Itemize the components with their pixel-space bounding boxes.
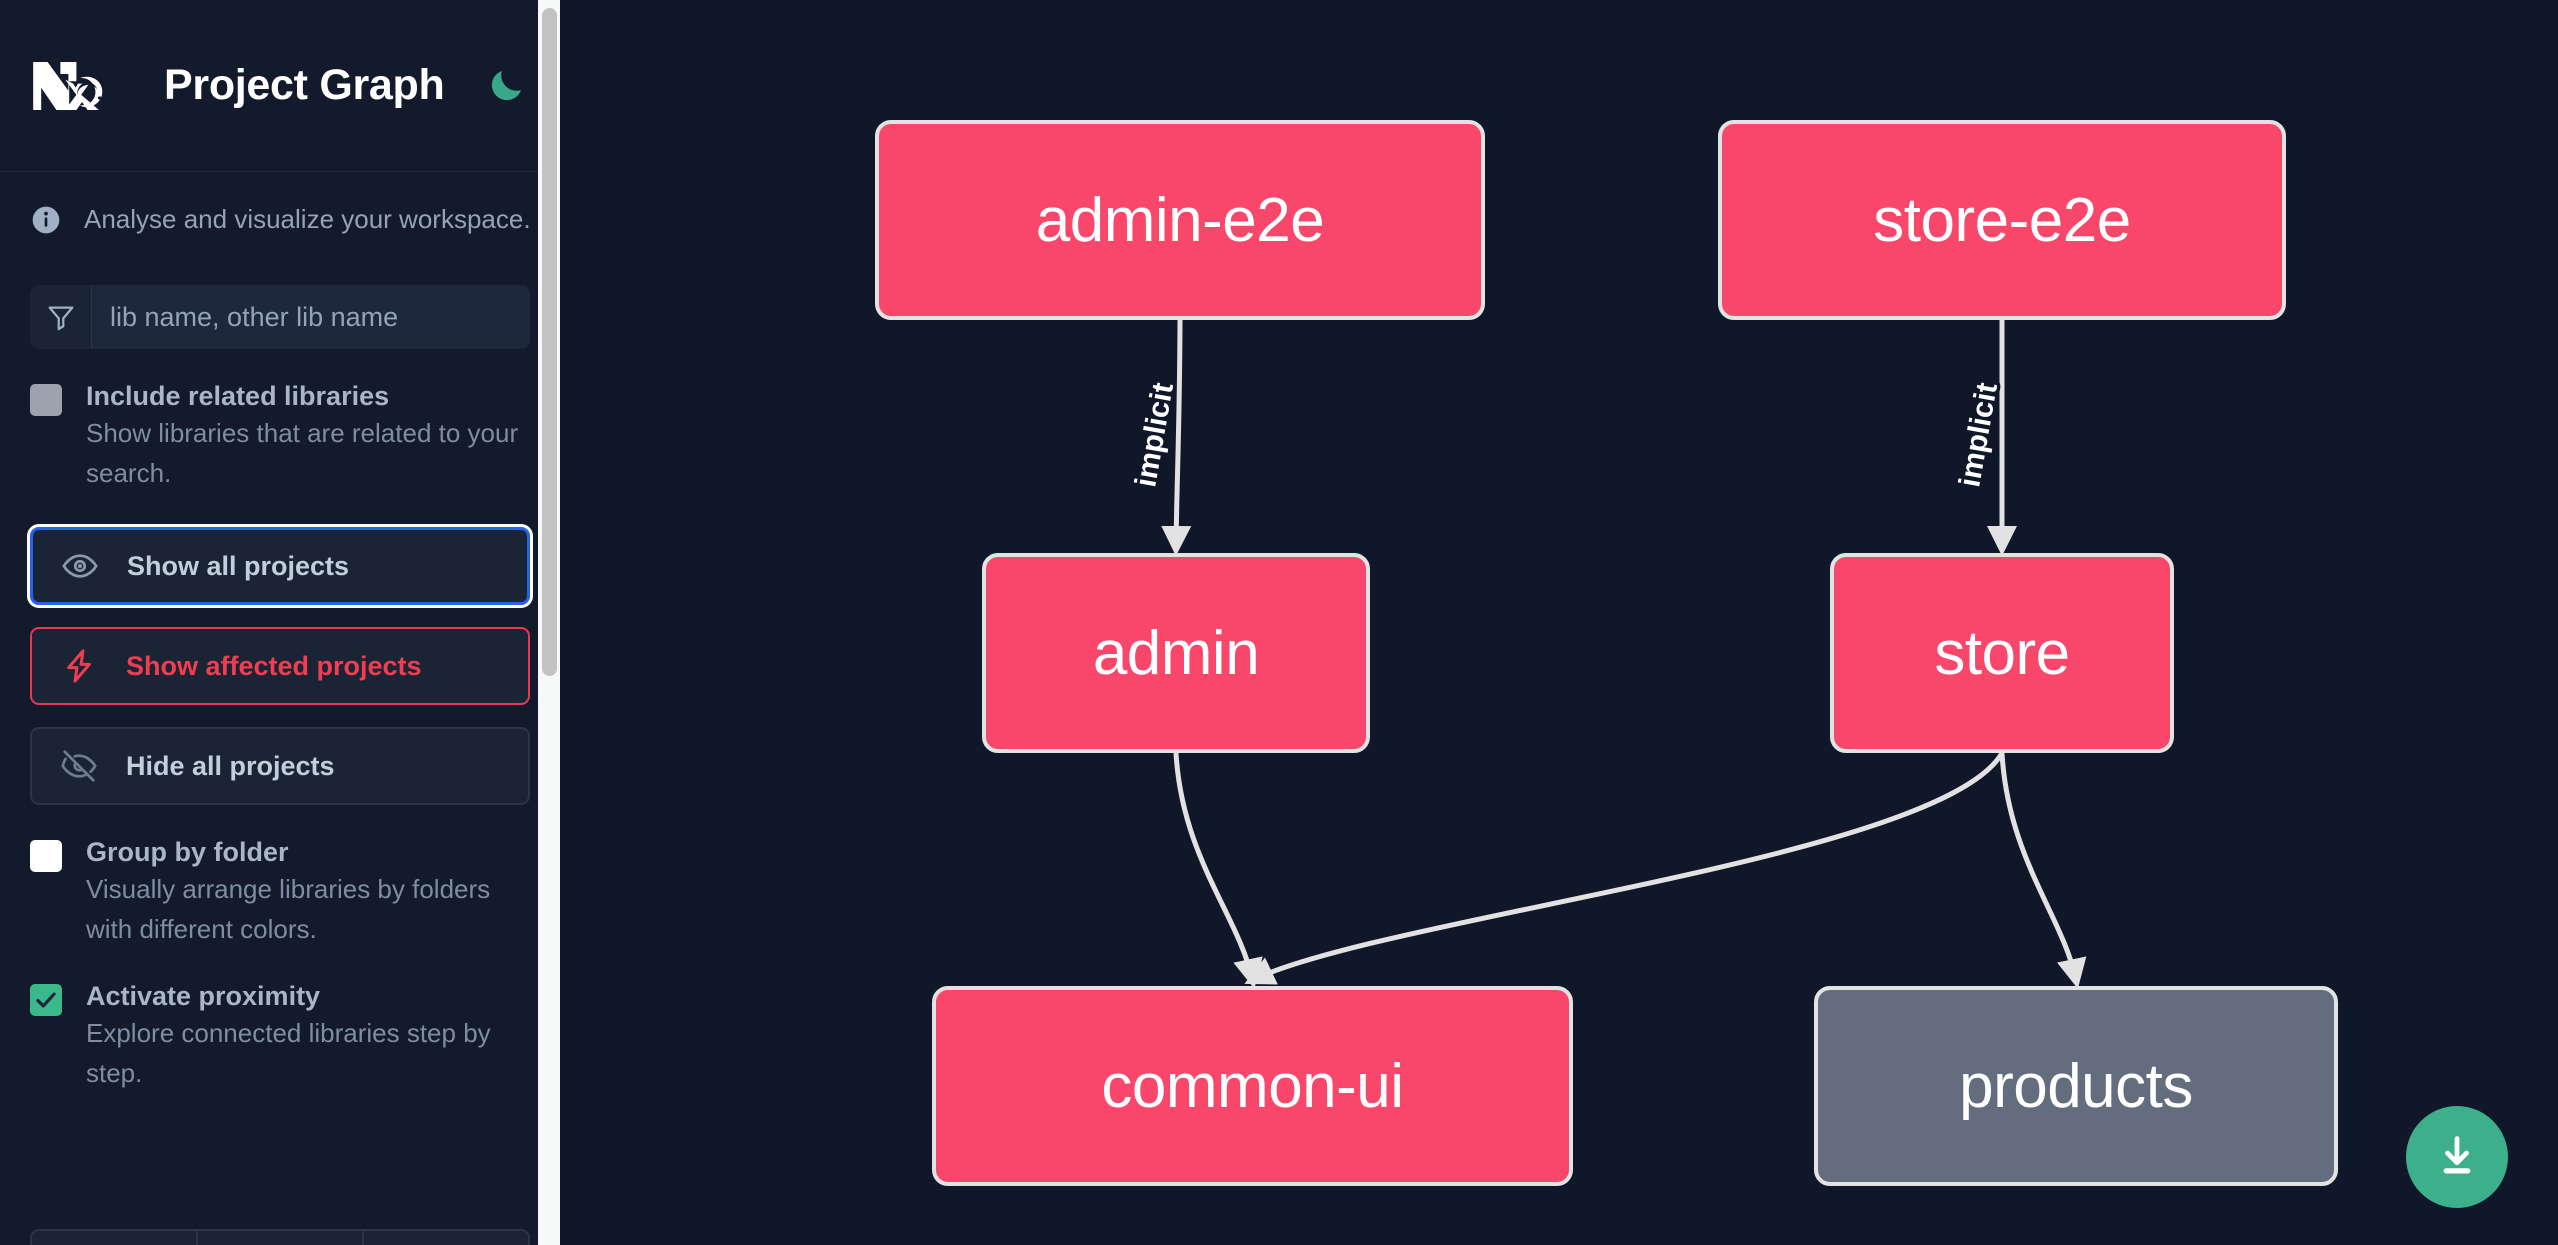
download-icon — [2443, 1136, 2471, 1174]
sidebar-content: Project Graph Analyse and visualize yo — [0, 0, 560, 1245]
graph-edge-admin-to-common-ui — [1173, 752, 1263, 989]
checkbox-activate-proximity[interactable] — [30, 984, 62, 1016]
graph-node-admin-e2e[interactable]: admin-e2e — [875, 120, 1485, 320]
search-input[interactable] — [92, 285, 530, 349]
graph-node-store[interactable]: store — [1830, 553, 2174, 753]
nx-logo-icon — [30, 56, 126, 116]
graph-node-admin[interactable]: admin — [982, 553, 1370, 753]
sidebar-scrollbar-track[interactable] — [538, 0, 560, 1245]
option-label: Group by folder — [86, 837, 289, 867]
edge-label-admin-e2e-to-admin: implicit — [1129, 380, 1180, 489]
download-button[interactable] — [2406, 1106, 2508, 1208]
checkbox-include-related-libraries[interactable] — [30, 384, 62, 416]
segment-2[interactable] — [198, 1231, 364, 1245]
moon-icon[interactable] — [482, 62, 530, 110]
graph-node-label: admin — [1092, 618, 1260, 688]
visibility-button-group: Show all projects Show affected projects — [27, 524, 533, 805]
sidebar-scrollbar-thumb[interactable] — [542, 8, 557, 676]
graph-edge-store-to-products — [1999, 752, 2087, 989]
option-group-by-folder[interactable]: Group by folder Visually arrange librari… — [0, 835, 560, 949]
checkbox-group-by-folder[interactable] — [30, 840, 62, 872]
filter-funnel-icon — [30, 285, 92, 349]
option-activate-proximity[interactable]: Activate proximity Explore connected lib… — [0, 979, 560, 1093]
sidebar: Project Graph Analyse and visualize yo — [0, 0, 560, 1245]
edge-label-store-e2e-to-store: implicit — [1953, 380, 2004, 489]
bottom-segmented-control[interactable] — [30, 1229, 530, 1245]
graph-node-label: common-ui — [1101, 1051, 1404, 1121]
graph-node-label: products — [1959, 1051, 2193, 1121]
graph-edge-admin-e2e-to-admin — [1161, 319, 1192, 556]
option-label: Include related libraries — [86, 381, 390, 411]
tagline-text: Analyse and visualize your workspace. — [84, 204, 531, 234]
hide-all-projects-button[interactable]: Hide all projects — [30, 727, 530, 805]
eye-off-icon — [60, 747, 98, 785]
segment-1[interactable] — [32, 1231, 198, 1245]
graph-node-label: admin-e2e — [1035, 185, 1325, 255]
segment-3[interactable] — [364, 1231, 528, 1245]
search-bar — [30, 285, 530, 349]
graph-node-store-e2e[interactable]: store-e2e — [1718, 120, 2286, 320]
graph-node-label: store — [1934, 618, 2070, 688]
page-title: Project Graph — [164, 61, 445, 109]
button-label: Show all projects — [127, 550, 350, 581]
option-include-related-libraries[interactable]: Include related libraries Show libraries… — [0, 379, 560, 493]
show-all-projects-button[interactable]: Show all projects — [27, 524, 533, 608]
graph-node-common-ui[interactable]: common-ui — [932, 986, 1573, 1186]
option-label: Activate proximity — [86, 981, 321, 1011]
eye-icon — [61, 547, 99, 585]
button-label: Show affected projects — [126, 650, 422, 681]
lightning-bolt-icon — [60, 647, 98, 685]
option-description: Show libraries that are related to your … — [86, 418, 519, 488]
option-description: Visually arrange libraries by folders wi… — [86, 874, 491, 944]
tagline: Analyse and visualize your workspace. — [0, 172, 560, 267]
info-circle-icon — [30, 204, 62, 236]
button-label: Hide all projects — [126, 750, 335, 781]
show-affected-projects-button[interactable]: Show affected projects — [30, 627, 530, 705]
sidebar-header: Project Graph — [0, 0, 560, 172]
graph-node-label: store-e2e — [1873, 185, 2131, 255]
graph-node-products[interactable]: products — [1814, 986, 2338, 1186]
graph-edge-store-to-common-ui — [1244, 751, 2005, 985]
option-description: Explore connected libraries step by step… — [86, 1018, 491, 1088]
